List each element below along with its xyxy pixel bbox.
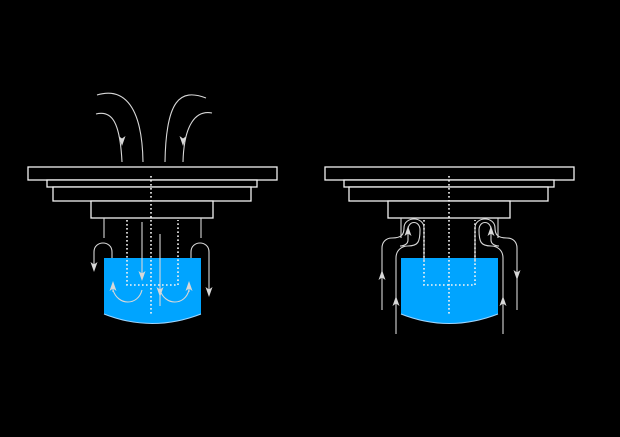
- pipe-arrowhead: [487, 226, 495, 236]
- right-fluid-basin: [401, 258, 498, 324]
- left-overflow-hooks: [90, 242, 213, 297]
- left-inner-dotted-frame: [126, 220, 179, 286]
- pipe-loop-outer: [395, 221, 421, 334]
- right-top-plate: [324, 166, 575, 181]
- inflow-curve-outer-left: [96, 92, 144, 163]
- flow-arrowhead: [138, 271, 146, 281]
- overflow-arrowhead: [205, 287, 213, 297]
- overflow-arrowhead: [90, 262, 98, 272]
- right-basin-bottom-edge: [400, 313, 499, 324]
- left-second-plate: [46, 179, 258, 188]
- left-third-plate: [52, 186, 252, 202]
- pipe-loop-outer: [478, 221, 504, 334]
- pipe-arrowhead: [392, 296, 400, 306]
- inflow-arrowhead: [179, 136, 187, 146]
- pipe-arrowhead: [378, 270, 386, 280]
- inflow-arrowhead: [118, 136, 126, 146]
- inflow-curve-outer-right: [164, 94, 207, 163]
- flow-arrowhead: [156, 287, 164, 297]
- right-recirculation-curve: [159, 289, 190, 303]
- right-right-pipe-loop: [474, 218, 521, 334]
- pipe-arrowhead: [513, 270, 521, 280]
- flow-arrowhead: [185, 281, 193, 291]
- right-left-pipe-loop: [378, 218, 425, 334]
- left-bottom-plate: [90, 200, 214, 219]
- pipe-arrowhead: [404, 226, 412, 236]
- flow-arrowhead: [109, 281, 117, 291]
- left-fluid-basin: [104, 258, 201, 324]
- right-overflow-hook: [190, 242, 210, 292]
- pipe-loop-outer-far: [381, 218, 425, 310]
- pipe-loop-outer-far: [474, 218, 518, 310]
- left-basin-bottom-edge: [103, 313, 202, 324]
- left-overflow-hook: [93, 242, 113, 266]
- left-top-plate: [27, 166, 278, 181]
- left-internal-flow: [103, 218, 202, 306]
- inflow-curve-inner-right: [182, 112, 213, 163]
- inflow-curve-inner-left: [95, 112, 123, 163]
- left-assembly: [27, 92, 278, 324]
- pipe-arrowhead: [499, 296, 507, 306]
- left-recirculation-curve: [112, 289, 143, 303]
- right-assembly: [324, 166, 575, 334]
